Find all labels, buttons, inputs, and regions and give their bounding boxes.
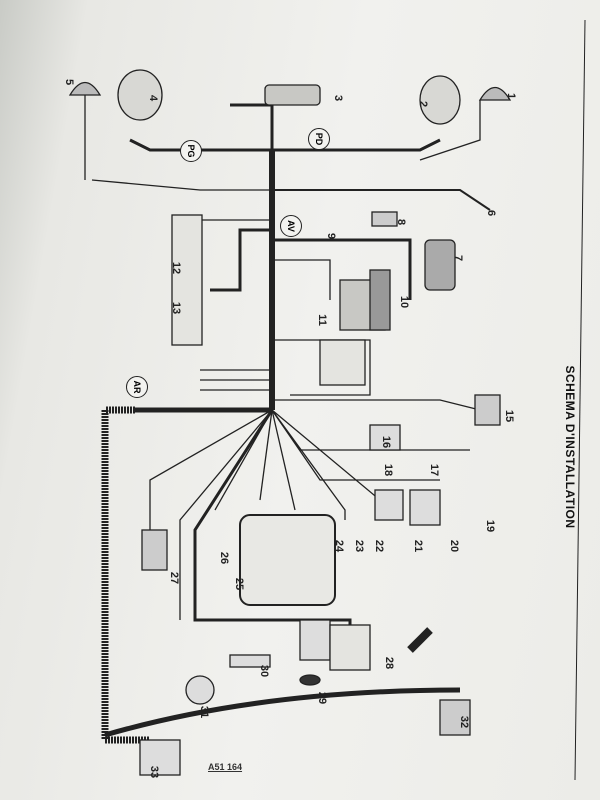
instrument-panel xyxy=(239,514,336,606)
coil xyxy=(264,84,321,106)
component-label-13: 13 xyxy=(170,301,183,315)
headlamp-right xyxy=(419,75,461,125)
component-label-7: 7 xyxy=(452,254,465,262)
component-label-31: 31 xyxy=(198,705,211,719)
component-label-4: 4 xyxy=(147,94,160,102)
component-label-27: 27 xyxy=(168,571,181,585)
diagram-title: SCHEMA D'INSTALLATION xyxy=(563,365,577,529)
horn-right xyxy=(478,86,512,101)
component-label-6: 6 xyxy=(485,209,498,217)
component-label-5: 5 xyxy=(63,78,76,86)
component-label-1: 1 xyxy=(505,92,518,100)
component-label-20: 20 xyxy=(448,539,461,553)
component-label-21: 21 xyxy=(412,539,425,553)
component-label-26: 26 xyxy=(218,551,231,565)
marker-ar: AR xyxy=(126,376,148,398)
marker-pg: PG xyxy=(180,140,202,162)
component-label-9: 9 xyxy=(325,232,338,240)
marker-av: AV xyxy=(280,215,302,237)
marker-pd: PD xyxy=(308,128,330,150)
front-left-branch xyxy=(129,138,272,152)
harness-top xyxy=(230,103,274,150)
component-label-18: 18 xyxy=(382,463,395,477)
horn-left xyxy=(68,81,102,96)
reference-number: A51 164 xyxy=(208,762,243,772)
rear-harness xyxy=(101,406,150,744)
headlamp-left xyxy=(117,69,163,121)
component-label-22: 22 xyxy=(373,539,386,553)
component-label-12: 12 xyxy=(170,261,183,275)
front-right-branch xyxy=(272,138,441,152)
component-label-3: 3 xyxy=(332,94,345,102)
component-label-16: 16 xyxy=(380,435,393,449)
component-label-32: 32 xyxy=(458,715,471,729)
component-label-10: 10 xyxy=(398,295,411,309)
component-label-2: 2 xyxy=(417,100,430,108)
component-label-19: 19 xyxy=(484,519,497,533)
component-label-15: 15 xyxy=(503,409,516,423)
component-label-23: 23 xyxy=(353,539,366,553)
component-label-25: 25 xyxy=(233,577,246,591)
component-label-33: 33 xyxy=(148,765,161,779)
component-label-29: 29 xyxy=(316,691,329,705)
component-label-28: 28 xyxy=(383,656,396,670)
lower-arc-harness xyxy=(104,687,461,738)
component-label-17: 17 xyxy=(428,463,441,477)
component-label-8: 8 xyxy=(395,218,408,226)
title-rule xyxy=(574,19,586,781)
component-label-11: 11 xyxy=(315,314,328,326)
component-label-24: 24 xyxy=(333,539,346,553)
component-label-30: 30 xyxy=(258,664,271,678)
